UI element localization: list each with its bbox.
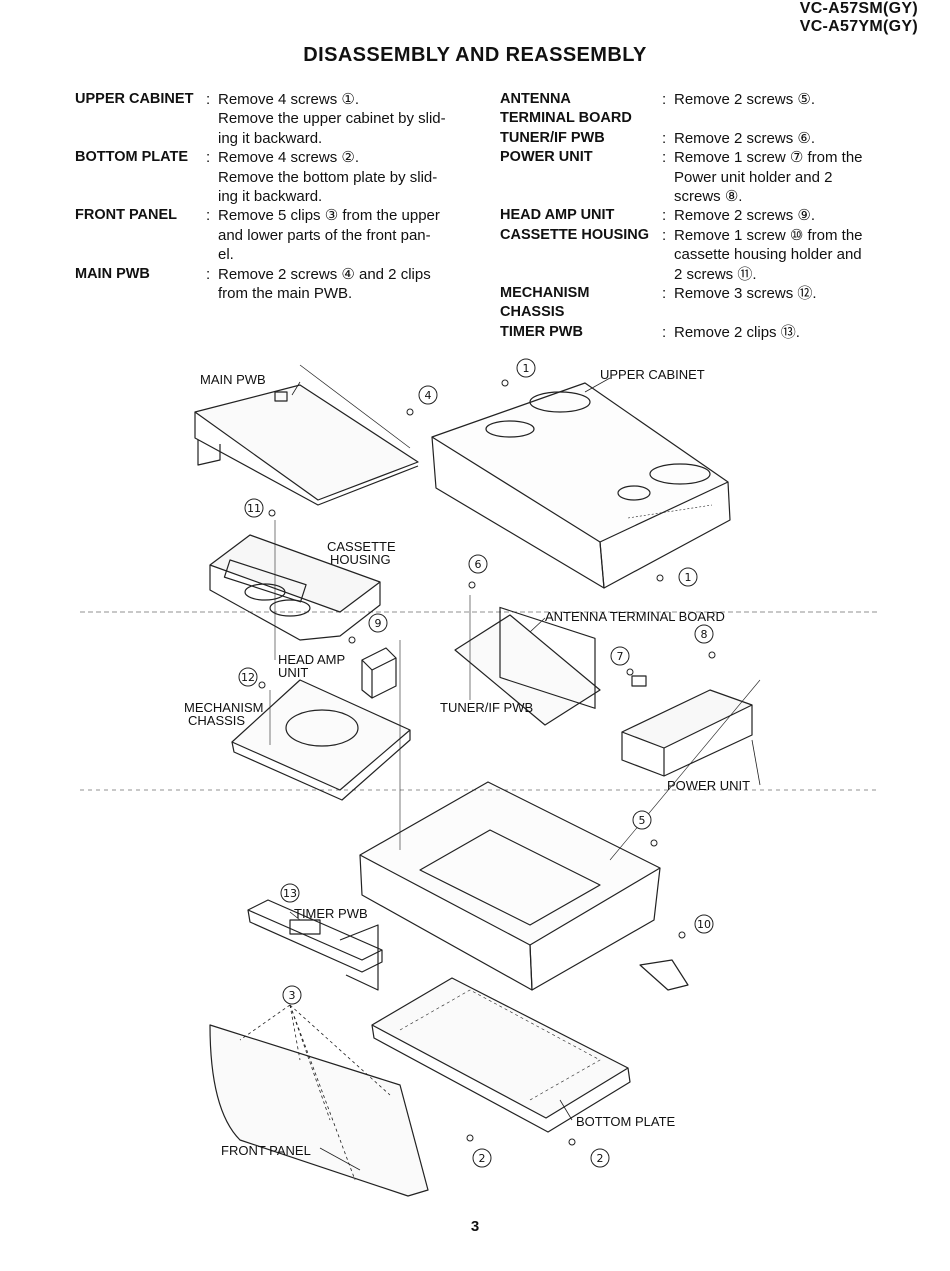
exploded-view-diagram: 1 1 4 11 6 9 7 8 12 5 10 13 3 2 2 MAIN P… — [80, 358, 878, 1197]
bracket-part — [639, 959, 689, 991]
callout-5: 5 — [639, 814, 646, 827]
label-mechanism-chassis-2: CHASSIS — [188, 713, 245, 728]
label-cassette-housing-1: CASSETTE — [327, 539, 396, 554]
step-text: Remove 2 screws ⑨. — [674, 207, 815, 225]
step-head-amp-unit: HEAD AMP UNIT : Remove 2 screws ⑨. — [500, 206, 900, 225]
step-label: TUNER/IF PWB — [500, 129, 605, 146]
step-timer-pwb: TIMER PWB : Remove 2 clips ⑬. — [500, 323, 900, 342]
step-colon: : — [662, 91, 667, 108]
step-colon: : — [662, 285, 667, 303]
step-text: Remove 2 screws ④ and 2 clips from the m… — [218, 265, 431, 303]
step-text: Remove 5 clips ③ from the upper and lowe… — [218, 207, 440, 264]
timer-pwb-part — [247, 899, 383, 991]
front-panel-part — [209, 1004, 429, 1197]
callout-11: 11 — [247, 502, 261, 515]
callout-6: 6 — [475, 558, 482, 571]
callout-2b: 2 — [597, 1152, 604, 1165]
bottom-plate-part — [371, 977, 631, 1133]
label-antenna-terminal-board: ANTENNA TERMINAL BOARD — [545, 609, 725, 624]
step-label: MAIN PWB — [75, 265, 150, 282]
label-upper-cabinet: UPPER CABINET — [600, 367, 705, 382]
page-title: DISASSEMBLY AND REASSEMBLY — [303, 44, 647, 66]
cassette-housing-part — [209, 520, 381, 660]
step-label: HEAD AMP UNIT — [500, 207, 615, 224]
step-colon: : — [662, 129, 667, 147]
label-mechanism-chassis-1: MECHANISM — [184, 700, 263, 715]
step-label: MECHANISM CHASSIS — [500, 285, 590, 321]
step-label: BOTTOM PLATE — [75, 149, 189, 166]
step-mechanism-chassis: MECHANISM CHASSIS : Remove 3 screws ⑫. — [500, 284, 900, 323]
step-colon: : — [662, 207, 667, 225]
step-text: Remove 2 screws ⑤. — [674, 91, 815, 108]
step-text: Remove 4 screws ①. Remove the upper cabi… — [218, 91, 446, 147]
model-number-2: VC-A57YM(GY) — [799, 18, 918, 35]
step-text: Remove 4 screws ②. Remove the bottom pla… — [218, 149, 438, 206]
step-main-pwb: MAIN PWB : Remove 2 screws ④ and 2 clips … — [75, 265, 465, 304]
step-label: TIMER PWB — [500, 323, 583, 340]
callout-9: 9 — [375, 617, 382, 630]
callout-10: 10 — [697, 918, 711, 931]
callout-2: 2 — [479, 1152, 486, 1165]
step-colon: : — [662, 226, 667, 244]
steps-left-column: UPPER CABINET : Remove 4 screws ①. Remove… — [75, 90, 465, 303]
callout-7: 7 — [617, 650, 624, 663]
callout-1: 1 — [523, 362, 530, 375]
label-main-pwb: MAIN PWB — [200, 372, 266, 387]
steps-right-column: ANTENNA TERMINAL BOARD : Remove 2 screws … — [500, 90, 900, 342]
step-label: UPPER CABINET — [75, 91, 194, 107]
main-pwb-part — [194, 364, 419, 506]
label-timer-pwb: TIMER PWB — [294, 906, 368, 921]
model-number-1: VC-A57SM(GY) — [799, 0, 918, 17]
step-label: ANTENNA TERMINAL BOARD — [500, 91, 632, 127]
head-amp-unit-part — [361, 647, 397, 699]
step-colon: : — [662, 323, 667, 341]
step-colon: : — [206, 207, 211, 225]
label-head-amp-2: UNIT — [278, 665, 308, 680]
callout-12: 12 — [241, 671, 255, 684]
label-tuner-if-pwb: TUNER/IF PWB — [440, 700, 533, 715]
step-colon: : — [206, 149, 211, 167]
step-text: Remove 1 screw ⑦ from the Power unit hol… — [674, 149, 863, 206]
callout-4: 4 — [425, 389, 432, 402]
page-number: 3 — [470, 1218, 480, 1235]
step-text: Remove 2 screws ⑥. — [674, 129, 815, 147]
upper-cabinet-part — [431, 382, 731, 589]
callout-1b: 1 — [685, 571, 692, 584]
step-colon: : — [206, 91, 211, 108]
label-head-amp-1: HEAD AMP — [278, 652, 345, 667]
label-bottom-plate: BOTTOM PLATE — [576, 1114, 676, 1129]
callout-3: 3 — [289, 989, 296, 1002]
power-unit-part — [621, 675, 753, 777]
label-front-panel: FRONT PANEL — [221, 1143, 311, 1158]
step-text: Remove 1 screw ⑩ from the cassette housi… — [674, 226, 863, 283]
step-text: Remove 3 screws ⑫. — [674, 285, 817, 303]
label-cassette-housing-2: HOUSING — [330, 552, 391, 567]
step-label: POWER UNIT — [500, 149, 593, 166]
main-chassis-part — [359, 640, 761, 991]
step-colon: : — [662, 149, 667, 167]
step-bottom-plate: BOTTOM PLATE : Remove 4 screws ②. Remove … — [75, 148, 465, 206]
step-antenna-terminal-board: ANTENNA TERMINAL BOARD : Remove 2 screws … — [500, 90, 900, 129]
step-upper-cabinet: UPPER CABINET : Remove 4 screws ①. Remove… — [75, 90, 465, 148]
label-power-unit: POWER UNIT — [667, 778, 750, 793]
step-front-panel: FRONT PANEL : Remove 5 clips ③ from the u… — [75, 206, 465, 264]
callout-13: 13 — [283, 887, 297, 900]
step-label: CASSETTE HOUSING — [500, 226, 650, 243]
callout-8: 8 — [701, 628, 708, 641]
step-colon: : — [206, 265, 211, 283]
step-cassette-housing: CASSETTE HOUSING : Remove 1 screw ⑩ from … — [500, 226, 900, 284]
tuner-if-pwb-part — [454, 595, 601, 726]
mechanism-chassis-part — [231, 679, 411, 801]
step-tuner-if-pwb: TUNER/IF PWB : Remove 2 screws ⑥. — [500, 129, 900, 148]
step-power-unit: POWER UNIT : Remove 1 screw ⑦ from the Po… — [500, 148, 900, 206]
step-label: FRONT PANEL — [75, 207, 178, 224]
step-text: Remove 2 clips ⑬. — [674, 323, 800, 341]
